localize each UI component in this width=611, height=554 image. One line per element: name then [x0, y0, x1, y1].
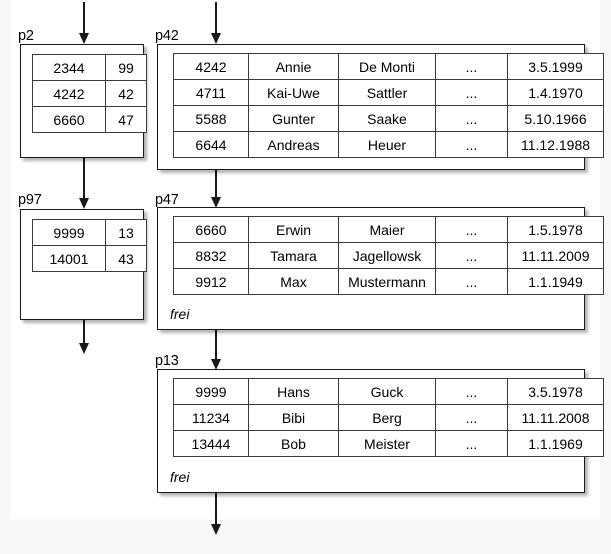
cell-more: ... — [435, 268, 508, 295]
cell-key: 14001 — [32, 245, 106, 272]
cell-pointer: 13 — [105, 219, 147, 246]
table-row[interactable]: 6660 47 — [32, 106, 147, 133]
cell-more: ... — [435, 105, 508, 132]
cell-date: 1.1.1969 — [507, 430, 604, 457]
cell-last-name: De Monti — [338, 53, 436, 80]
cell-first-name: Max — [248, 268, 339, 295]
cell-last-name: Saake — [338, 105, 436, 132]
cell-last-name: Mustermann — [338, 268, 436, 295]
cell-date: 3.5.1978 — [507, 378, 604, 405]
cell-more: ... — [435, 53, 508, 80]
cell-id: 13444 — [173, 430, 249, 457]
table-row[interactable]: 14001 43 — [32, 245, 147, 272]
cell-date: 11.11.2008 — [507, 404, 604, 431]
cell-pointer: 42 — [105, 80, 147, 107]
cell-last-name: Meister — [338, 430, 436, 457]
cell-first-name: Bibi — [248, 404, 339, 431]
table-row[interactable]: 13444 Bob Meister ... 1.1.1969 — [173, 430, 604, 457]
cell-first-name: Erwin — [248, 216, 339, 243]
cell-key: 2344 — [32, 54, 106, 81]
cell-date: 11.12.1988 — [507, 131, 604, 158]
index-table-p97: 9999 13 14001 43 — [32, 219, 147, 272]
block-label-p42: p42 — [155, 28, 179, 44]
cell-id: 4242 — [173, 53, 249, 80]
cell-last-name: Sattler — [338, 79, 436, 106]
cell-id: 9999 — [173, 378, 249, 405]
cell-more: ... — [435, 404, 508, 431]
table-row[interactable]: 9999 13 — [32, 219, 147, 246]
index-table-p2: 2344 99 4242 42 6660 47 — [32, 54, 147, 133]
cell-key: 6660 — [32, 106, 106, 133]
table-row[interactable]: 9912 Max Mustermann ... 1.1.1949 — [173, 268, 604, 295]
cell-pointer: 43 — [105, 245, 147, 272]
cell-pointer: 99 — [105, 54, 147, 81]
block-label-p2: p2 — [18, 28, 34, 44]
cell-first-name: Bob — [248, 430, 339, 457]
cell-date: 3.5.1999 — [507, 53, 604, 80]
table-row[interactable]: 9999 Hans Guck ... 3.5.1978 — [173, 378, 604, 405]
table-row[interactable]: 4242 Annie De Monti ... 3.5.1999 — [173, 53, 604, 80]
data-table-p42: 4242 Annie De Monti ... 3.5.1999 4711 Ka… — [173, 53, 604, 158]
cell-date: 1.4.1970 — [507, 79, 604, 106]
cell-last-name: Guck — [338, 378, 436, 405]
block-label-p47: p47 — [155, 192, 179, 208]
cell-first-name: Tamara — [248, 242, 339, 269]
cell-last-name: Jagellowsk — [338, 242, 436, 269]
cell-first-name: Andreas — [248, 131, 339, 158]
cell-id: 6644 — [173, 131, 249, 158]
table-row[interactable]: 4242 42 — [32, 80, 147, 107]
cell-first-name: Hans — [248, 378, 339, 405]
cell-first-name: Annie — [248, 53, 339, 80]
cell-first-name: Kai-Uwe — [248, 79, 339, 106]
cell-last-name: Heuer — [338, 131, 436, 158]
cell-id: 5588 — [173, 105, 249, 132]
table-row[interactable]: 2344 99 — [32, 54, 147, 81]
block-label-p13: p13 — [155, 353, 179, 369]
table-row[interactable]: 6644 Andreas Heuer ... 11.12.1988 — [173, 131, 604, 158]
cell-id: 6660 — [173, 216, 249, 243]
table-row[interactable]: 4711 Kai-Uwe Sattler ... 1.4.1970 — [173, 79, 604, 106]
cell-key: 9999 — [32, 219, 106, 246]
block-label-p97: p97 — [18, 192, 42, 208]
cell-id: 9912 — [173, 268, 249, 295]
cell-more: ... — [435, 430, 508, 457]
cell-more: ... — [435, 216, 508, 243]
cell-date: 1.5.1978 — [507, 216, 604, 243]
free-space-label-p13: frei — [170, 469, 190, 485]
table-row[interactable]: 6660 Erwin Maier ... 1.5.1978 — [173, 216, 604, 243]
cell-last-name: Berg — [338, 404, 436, 431]
cell-id: 4711 — [173, 79, 249, 106]
table-row[interactable]: 11234 Bibi Berg ... 11.11.2008 — [173, 404, 604, 431]
cell-more: ... — [435, 79, 508, 106]
cell-last-name: Maier — [338, 216, 436, 243]
table-row[interactable]: 8832 Tamara Jagellowsk ... 11.11.2009 — [173, 242, 604, 269]
cell-more: ... — [435, 131, 508, 158]
free-space-label-p47: frei — [170, 306, 190, 322]
data-table-p13: 9999 Hans Guck ... 3.5.1978 11234 Bibi B… — [173, 378, 604, 457]
cell-first-name: Gunter — [248, 105, 339, 132]
table-row[interactable]: 5588 Gunter Saake ... 5.10.1966 — [173, 105, 604, 132]
cell-id: 11234 — [173, 404, 249, 431]
cell-key: 4242 — [32, 80, 106, 107]
cell-id: 8832 — [173, 242, 249, 269]
cell-more: ... — [435, 378, 508, 405]
cell-date: 5.10.1966 — [507, 105, 604, 132]
data-table-p47: 6660 Erwin Maier ... 1.5.1978 8832 Tamar… — [173, 216, 604, 295]
cell-date: 1.1.1949 — [507, 268, 604, 295]
cell-pointer: 47 — [105, 106, 147, 133]
cell-date: 11.11.2009 — [507, 242, 604, 269]
cell-more: ... — [435, 242, 508, 269]
